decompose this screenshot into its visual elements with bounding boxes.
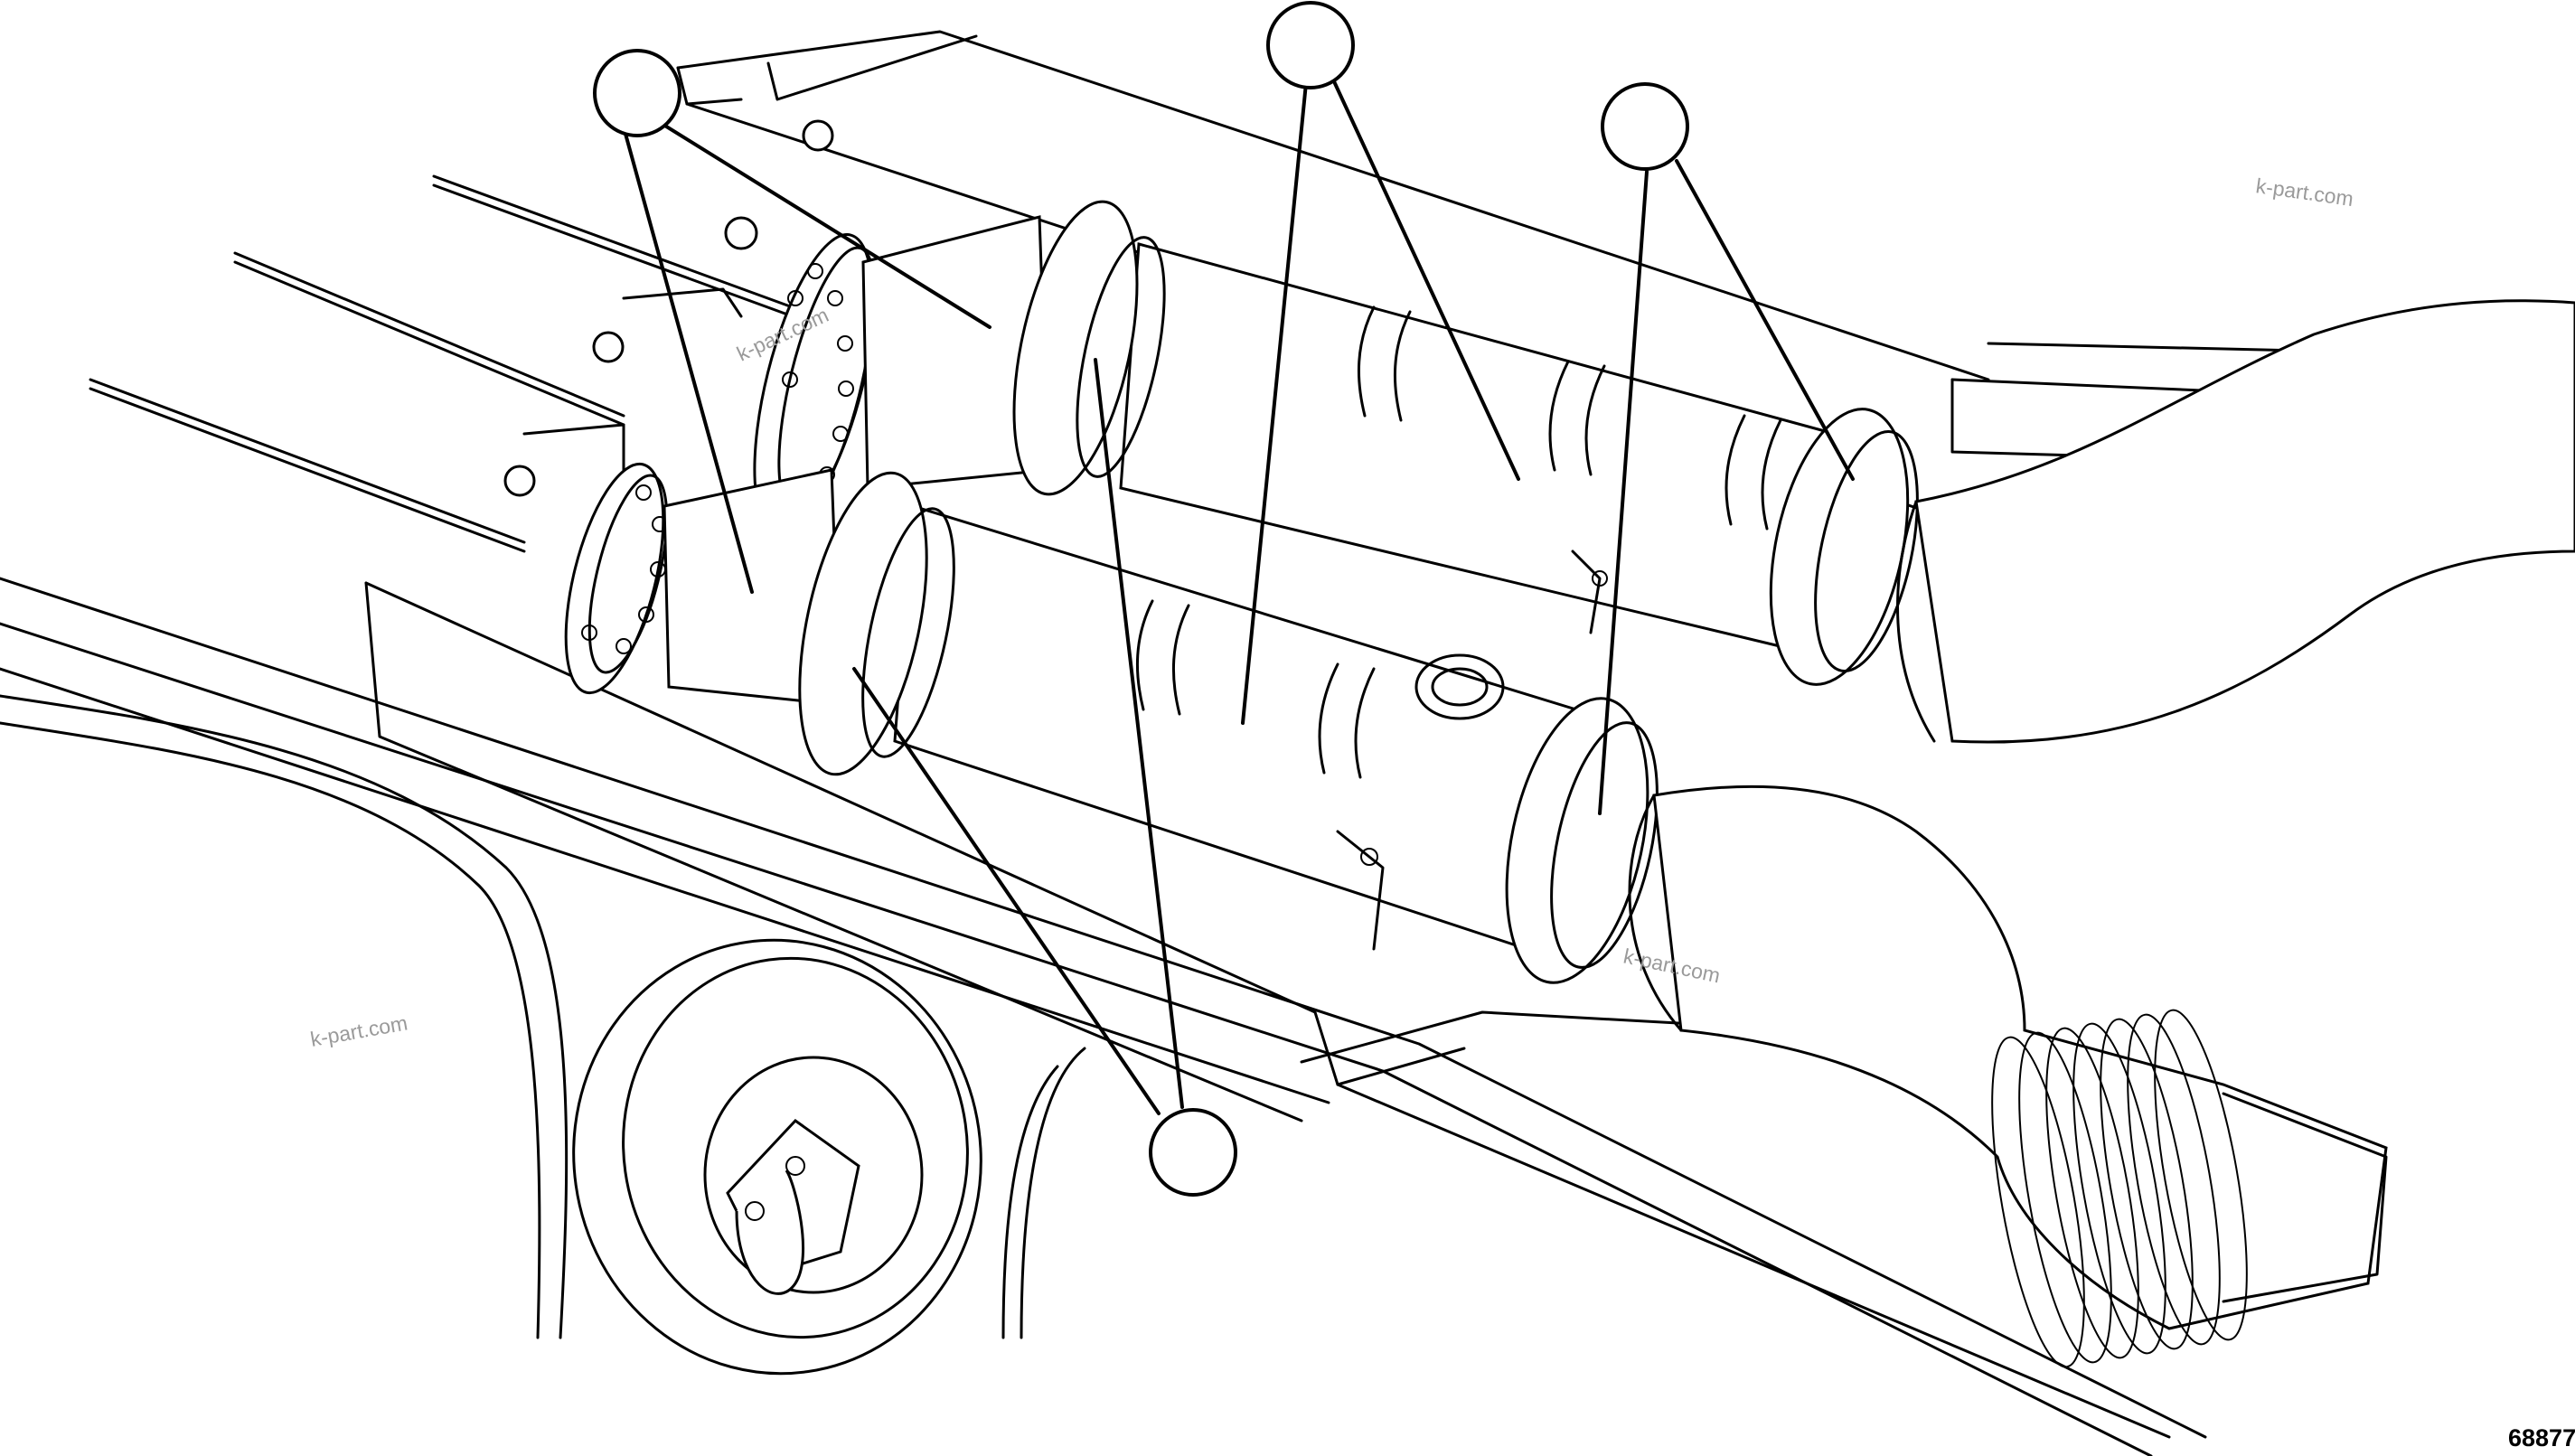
drain-cap-hub — [572, 938, 982, 1376]
callout-flange — [593, 49, 681, 137]
flange-lower — [564, 462, 669, 695]
eye-bolt-icon — [724, 216, 758, 250]
figure-number: 68877 — [2508, 1424, 2575, 1451]
lifting-eye-bolts — [503, 119, 834, 497]
eye-bolt-icon — [802, 119, 834, 152]
callout-muffler-pipe — [1266, 1, 1355, 89]
muffler-pipe-lower — [798, 471, 1659, 984]
watermark-text: k-part.com — [2254, 174, 2354, 211]
callout-inlet-clamp — [1149, 1108, 1237, 1197]
callout-outlet-clamp — [1601, 82, 1689, 171]
leader-lines — [624, 78, 1855, 1115]
eye-bolt-icon — [503, 465, 536, 497]
tail-pipe-lower — [1628, 784, 2388, 1368]
tail-pipe-upper — [1896, 299, 2575, 744]
muffler-pipe-upper — [1012, 200, 1919, 686]
eye-bolt-icon — [592, 331, 625, 363]
flex-hose-corrugation — [1991, 1009, 2248, 1368]
watermark-text: k-part.com — [308, 1010, 409, 1050]
